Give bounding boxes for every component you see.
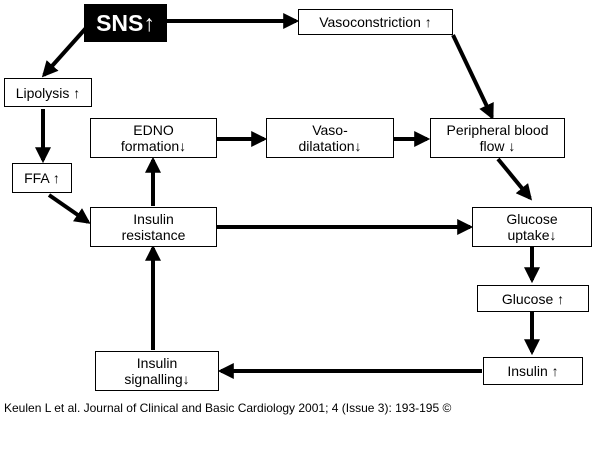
- node-glucose-uptake: Glucose uptake↓: [472, 207, 592, 247]
- citation-caption: Keulen L et al. Journal of Clinical and …: [4, 401, 452, 415]
- node-insulin-signalling: Insulin signalling↓: [95, 351, 219, 391]
- node-ffa: FFA ↑: [12, 163, 72, 193]
- node-lipolysis: Lipolysis ↑: [4, 78, 92, 107]
- node-insulin-resistance: Insulin resistance: [90, 207, 217, 247]
- arrow-ffa-to-insulin-resistance: [47, 193, 91, 224]
- node-glucose: Glucose ↑: [477, 285, 589, 312]
- node-peripheral-blood-flow: Peripheral blood flow ↓: [430, 118, 565, 158]
- node-vasoconstriction: Vasoconstriction ↑: [298, 9, 453, 35]
- node-sns: SNS↑: [84, 4, 167, 42]
- node-vasodilatation: Vaso- dilatation↓: [266, 118, 394, 158]
- arrow-vasoconstriction-to-peripheral: [451, 34, 494, 120]
- node-insulin: Insulin ↑: [483, 357, 583, 385]
- node-edno: EDNO formation↓: [90, 118, 217, 158]
- arrow-sns-to-lipolysis: [41, 26, 88, 78]
- arrow-peripheral-to-glucose-uptake: [496, 157, 533, 201]
